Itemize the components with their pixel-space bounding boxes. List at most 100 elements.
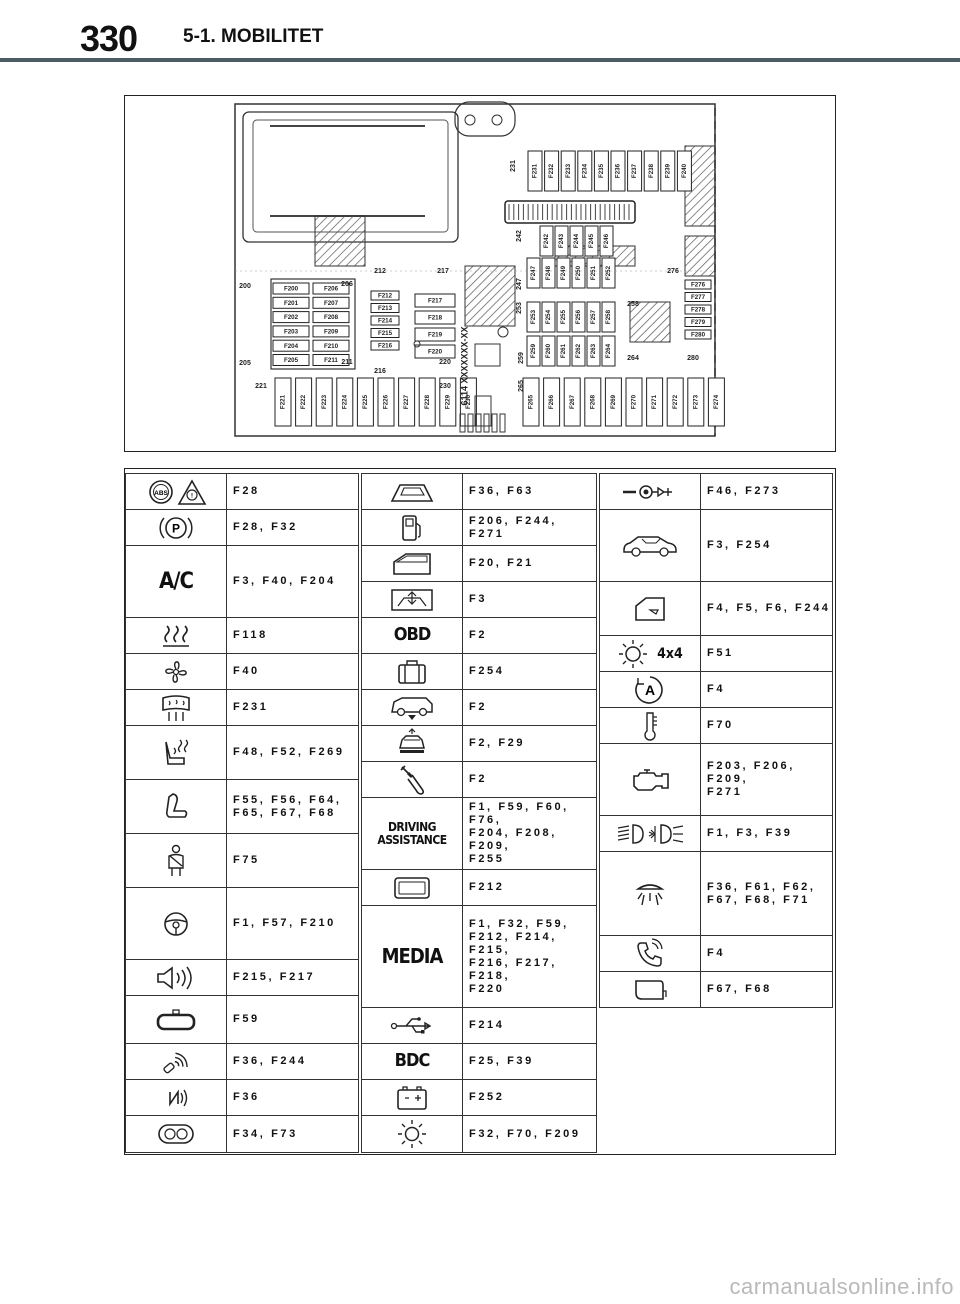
driving-assistance-icon: DRIVING ASSISTANCE: [362, 798, 463, 869]
fuse-slot: [544, 150, 560, 192]
table-row: F36, F61, F62, F67, F68, F71: [599, 851, 833, 936]
fuse-label: F213: [378, 305, 393, 312]
fuse-label: F251: [590, 265, 597, 280]
table-row: F32, F70, F209: [361, 1115, 597, 1153]
fuse-label: F216: [378, 343, 393, 350]
fuse-label: F230: [465, 394, 472, 409]
fuse-label: F228: [424, 394, 431, 409]
fuse-list: F4: [707, 683, 726, 695]
fuse-label: F278: [691, 307, 706, 314]
fuse-label: F208: [324, 314, 339, 321]
keyless-icon: [126, 1044, 227, 1079]
header-rule: [0, 58, 960, 62]
fuse-label: F243: [558, 233, 565, 248]
table-row: F206, F244, F271: [361, 509, 597, 546]
fuse-list: F3, F254: [707, 539, 772, 551]
marking-slot: [467, 413, 474, 433]
housing-outline: [234, 103, 716, 437]
fuse-label: F211: [324, 357, 338, 364]
fuse-slot: [312, 296, 350, 309]
fuse-label: F223: [321, 394, 328, 409]
hatched-area: [629, 301, 671, 343]
fuse-label: F262: [575, 343, 582, 358]
page-number: 330: [80, 18, 138, 59]
display-icon: [362, 870, 463, 905]
fuse-label: F261: [560, 343, 567, 358]
fuse-slot: [526, 257, 541, 289]
fuse-label: F206: [324, 286, 339, 293]
diagnostic-tool-icon: [362, 762, 463, 797]
fuse-slot: [370, 328, 400, 338]
bdc-icon: BDC: [362, 1044, 463, 1079]
fuse-slot: [601, 335, 616, 367]
driving-assistance-label: DRIVING ASSISTANCE: [377, 819, 447, 847]
fuse-label: F201: [284, 300, 299, 307]
hatched-area: [464, 265, 516, 327]
fuse-slot: [526, 335, 541, 367]
fuse-slot: [601, 257, 616, 289]
fuse-label: F255: [560, 309, 567, 324]
fuse-label: F237: [631, 163, 638, 178]
table-row: F46, F273: [599, 473, 833, 510]
fuse-label: F249: [560, 265, 567, 280]
fuse-list: F2: [469, 701, 488, 713]
fuse-slot: [272, 339, 310, 352]
fuse-list: F75: [233, 854, 260, 866]
fuse-label: F221: [280, 394, 287, 409]
4x4-icon: 4x4: [600, 636, 701, 671]
fuse-slot: [370, 290, 400, 301]
fuse-list: F59: [233, 1013, 260, 1025]
fuse-slot: [593, 150, 609, 192]
table-row: F67, F68: [599, 971, 833, 1008]
fuse-list: F1, F57, F210: [233, 917, 336, 929]
fuse-list: F2, F29: [469, 737, 526, 749]
fuse-slot: [604, 377, 622, 427]
callout-number: 200: [239, 283, 251, 290]
table-row: F40: [125, 653, 359, 690]
fuse-label: F220: [428, 349, 443, 356]
fuse-label: F233: [565, 163, 572, 178]
fuse-label: F202: [284, 314, 299, 321]
callout-number: 205: [239, 360, 251, 367]
fuse-slot: [272, 311, 310, 324]
window-lift-icon: [362, 582, 463, 617]
fuse-label: F264: [605, 343, 612, 358]
fuse-list: F40: [233, 665, 260, 677]
fuse-label: F272: [672, 394, 679, 409]
callout-number: 276: [667, 268, 679, 275]
callout-number: 231: [510, 160, 517, 172]
fuse-label: F257: [590, 309, 597, 324]
callout-number: 217: [437, 268, 449, 275]
mount-tab: [454, 101, 516, 137]
suv-level-icon: [362, 690, 463, 725]
marking-block: [474, 395, 492, 427]
fuse-list: F252: [469, 1091, 505, 1103]
fuse-slot: [539, 225, 554, 257]
table-row: F203, F206, F209, F271: [599, 743, 833, 816]
fuse-list: F36, F61, F62, F67, F68, F71: [707, 880, 816, 906]
table-row: F4, F5, F6, F244: [599, 581, 833, 636]
fuse-list: F254: [469, 665, 505, 677]
marking-box: [474, 343, 501, 367]
fuse-slot: [414, 327, 456, 342]
fuse-slot: [569, 225, 584, 257]
fuse-slot: [312, 282, 350, 295]
fuse-slot: [586, 335, 601, 367]
fuse-label: F266: [548, 394, 555, 409]
fuse-list: F215, F217: [233, 971, 316, 983]
connector-bar: [504, 200, 636, 224]
callout-number: 264: [627, 355, 639, 362]
fuse-slot: [312, 339, 350, 352]
fuse-label: F231: [532, 163, 539, 178]
fuse-label: F263: [590, 343, 597, 358]
fuse-list: F70: [707, 719, 734, 731]
fuse-slot: [312, 325, 350, 338]
fuse-list: F36: [233, 1091, 260, 1103]
fuse-slot: [684, 279, 712, 290]
car-alarm-icon: [600, 510, 701, 581]
ac-icon: A/C: [126, 546, 227, 617]
table-row: F20, F21: [361, 545, 597, 582]
fuse-label: F218: [428, 315, 443, 322]
fuse-slot: [610, 150, 626, 192]
mount-hole: [491, 114, 503, 126]
